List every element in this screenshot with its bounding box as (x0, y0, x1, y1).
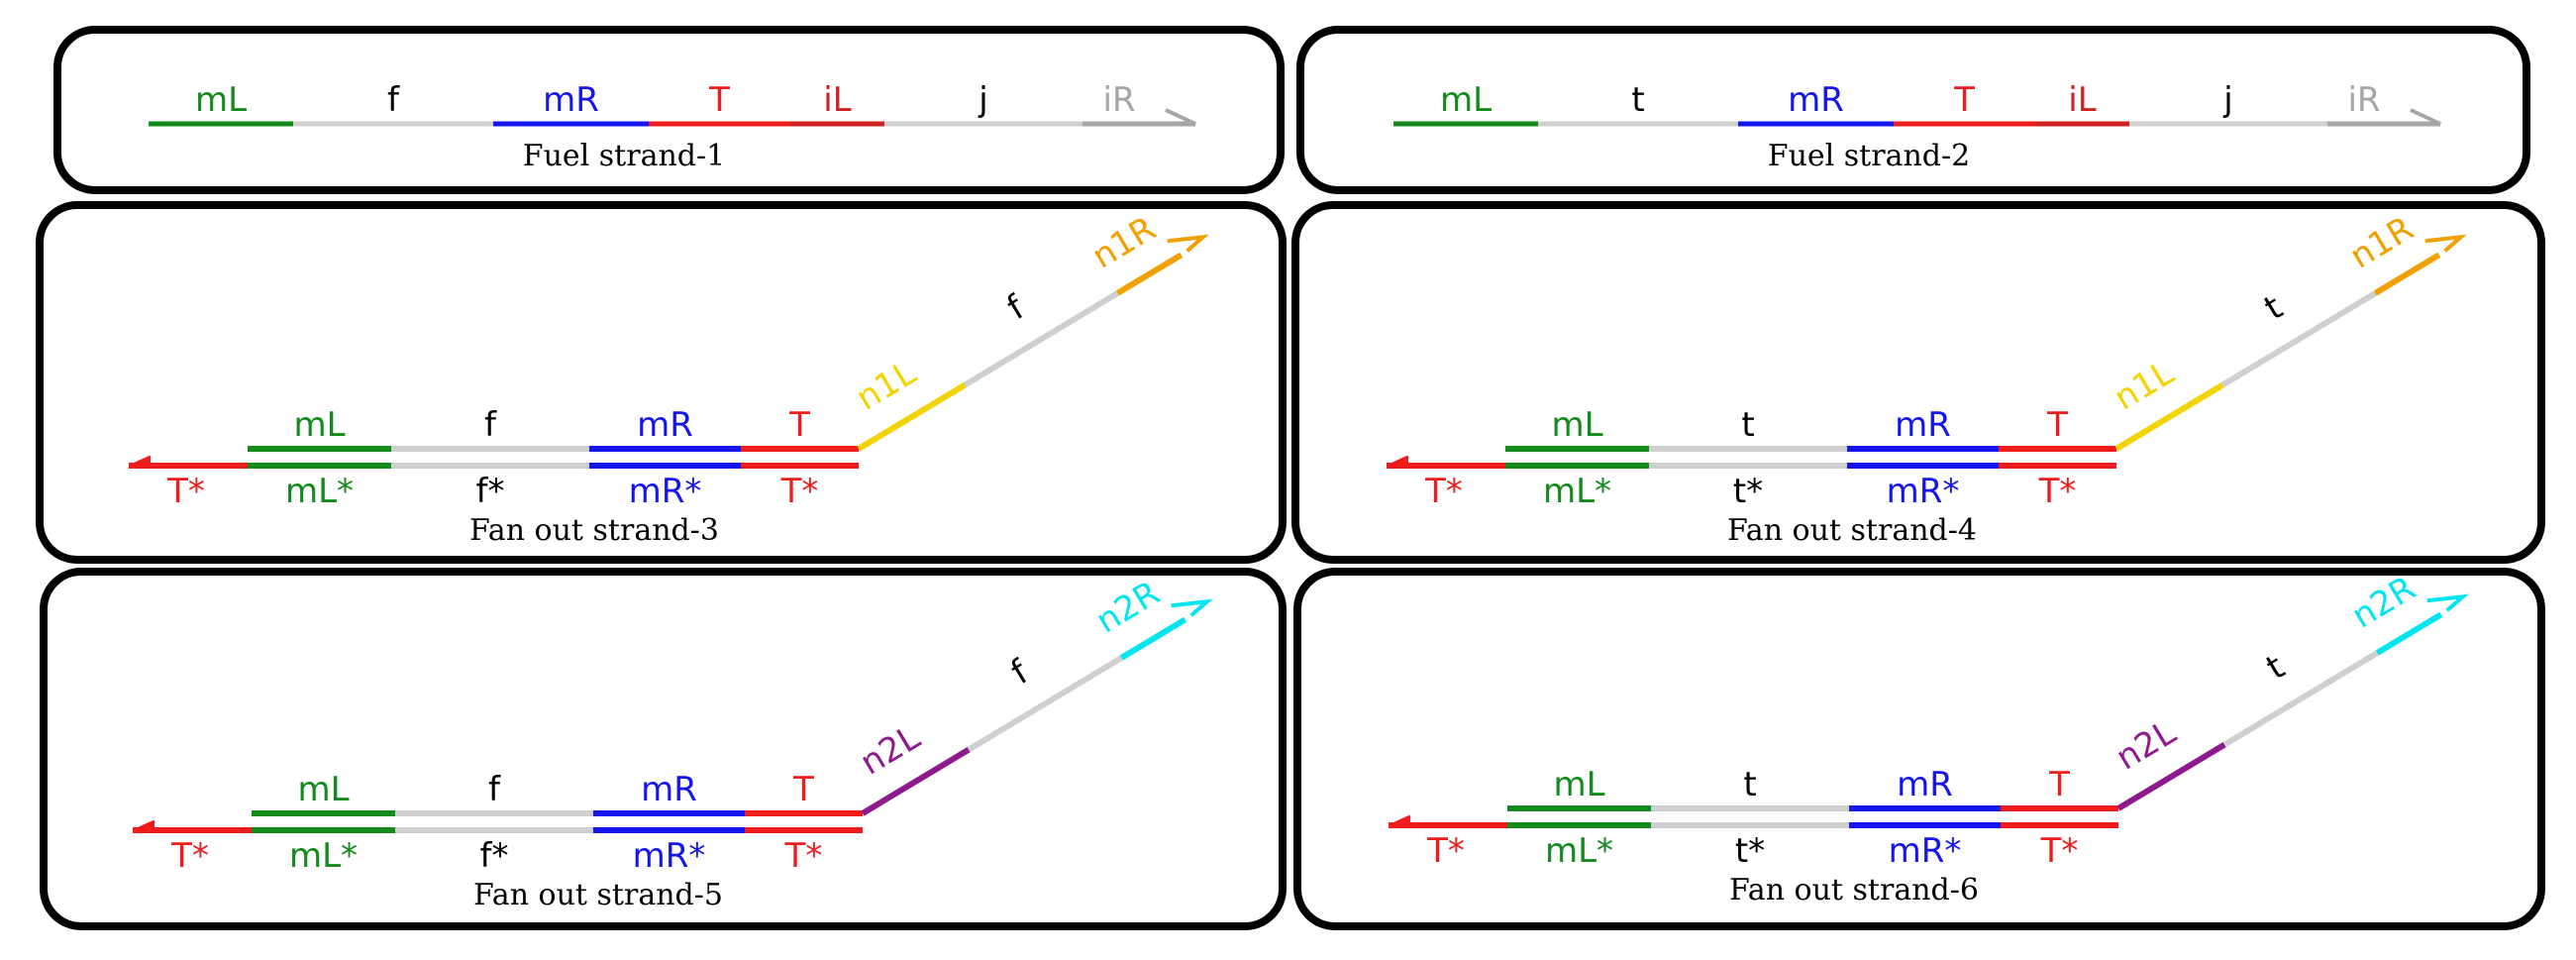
domain-t-label: t (1631, 80, 1644, 120)
branch-n1r-line (2373, 252, 2441, 296)
domain-ml-label: mL (297, 770, 349, 809)
domain-ir-label: iR (1102, 80, 1135, 120)
domain-t-label: t (1741, 405, 1754, 445)
branch-n2r-line (2375, 611, 2443, 656)
branch-t-line (2222, 650, 2379, 748)
complement-mr-label: mR* (633, 836, 706, 876)
domain-f-label: f (484, 405, 497, 445)
domain-mr-label: mR (1897, 765, 1953, 804)
complement-mr-label: mR* (629, 472, 702, 511)
complement-t-label: T* (170, 836, 209, 876)
complement-ml-label: mL* (1545, 831, 1613, 871)
arrowhead-icon (2426, 593, 2469, 612)
panel-caption: Fuel strand-2 (1768, 139, 1970, 173)
panel-caption: Fan out strand-3 (469, 513, 719, 548)
panel-caption: Fuel strand-1 (523, 139, 725, 173)
branch-n1l-line (2114, 382, 2224, 452)
domain-ir-label: iR (2347, 80, 2380, 120)
domain-t-label: T (2046, 405, 2068, 445)
domain-t-label: T (788, 405, 810, 445)
panel-caption: Fan out strand-4 (1727, 513, 1977, 548)
domain-t-label: T (792, 770, 814, 809)
domain-t-label: T (708, 80, 730, 120)
domain-ml-label: mL (1440, 80, 1492, 120)
branch-f-line (963, 290, 1119, 388)
complement-t-label: T* (2040, 831, 2079, 871)
domain-il-label: iL (2068, 80, 2096, 120)
domain-ml-label: mL (1551, 405, 1602, 445)
branch-t-line (2220, 290, 2377, 388)
complement-t-label: T* (1424, 472, 1463, 511)
panel-frame (53, 26, 1285, 194)
complement-t-label: T* (784, 836, 823, 876)
branch-n1l-line (857, 382, 967, 452)
complement-ml-label: mL* (289, 836, 358, 876)
complement-mr-label: mR* (1887, 472, 1960, 511)
branch-f-line (967, 655, 1123, 753)
arrowhead-icon (1388, 455, 1409, 468)
domain-ml-label: mL (1553, 765, 1604, 804)
branch-n2r-line (1119, 616, 1187, 661)
domain-ml-label: mL (195, 80, 247, 120)
arrowhead-icon (134, 819, 155, 832)
complement-t-label: T* (780, 472, 819, 511)
complement-f-label: f* (480, 836, 509, 876)
domain-t-label: T (2048, 765, 2070, 804)
arrowhead-icon (1165, 108, 1196, 126)
arrowhead-icon (2410, 108, 2441, 126)
complement-f-label: f* (476, 472, 505, 511)
domain-j-label: j (978, 80, 987, 120)
complement-mr-label: mR* (1889, 831, 1962, 871)
panel-frame (36, 201, 1287, 564)
complement-ml-label: mL* (1543, 472, 1611, 511)
arrowhead-icon (1390, 814, 1411, 827)
complement-t-label: t* (1735, 831, 1765, 871)
panel-frame (40, 568, 1287, 930)
domain-mr-label: mR (1788, 80, 1844, 120)
domain-mr-label: mR (637, 405, 693, 445)
arrowhead-icon (2424, 234, 2467, 253)
domain-il-label: iL (823, 80, 851, 120)
arrowhead-icon (1167, 234, 1209, 253)
arrowhead-icon (1171, 598, 1213, 617)
domain-f-label: f (488, 770, 501, 809)
arrowhead-icon (130, 455, 152, 468)
domain-f-label: f (387, 80, 400, 120)
domain-j-label: j (2222, 80, 2232, 120)
domain-t-label: t (1743, 765, 1756, 804)
domain-mr-label: mR (1895, 405, 1951, 445)
domain-ml-label: mL (293, 405, 345, 445)
domain-mr-label: mR (641, 770, 697, 809)
complement-t-label: T* (2038, 472, 2077, 511)
complement-t-label: T* (1426, 831, 1465, 871)
panel-caption: Fan out strand-6 (1729, 873, 1979, 907)
panel-frame (1291, 201, 2545, 564)
complement-t-label: t* (1733, 472, 1763, 511)
domain-t-label: T (1953, 80, 1975, 120)
panel-frame (1293, 568, 2545, 930)
complement-t-label: T* (166, 472, 205, 511)
panel-frame (1296, 26, 2530, 194)
panel-caption: Fan out strand-5 (473, 878, 723, 912)
complement-ml-label: mL* (285, 472, 354, 511)
branch-n2l-line (861, 747, 971, 816)
branch-n2l-line (2116, 742, 2226, 811)
branch-n1r-line (1115, 252, 1184, 296)
domain-mr-label: mR (543, 80, 599, 120)
